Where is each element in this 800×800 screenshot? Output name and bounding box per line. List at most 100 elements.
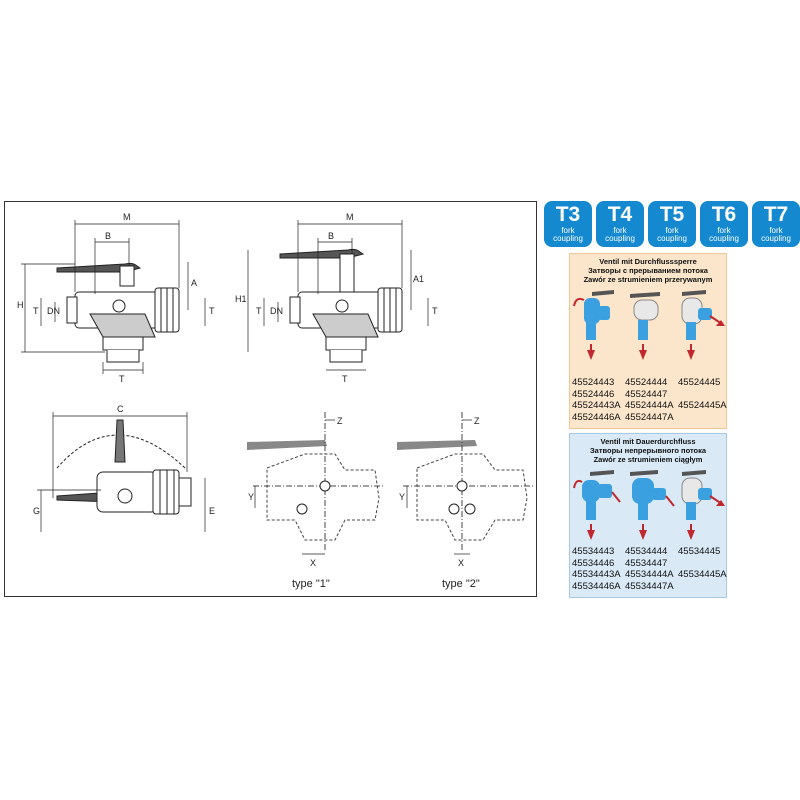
section-title-ru: Затворы с прерыванием потока <box>588 266 708 275</box>
type-2-schematic <box>397 412 533 555</box>
part-number: 45534443 <box>572 546 615 557</box>
dim-label-b-2: B <box>328 231 334 241</box>
section-header: Ventil mit Durchflusssperre Затворы с пр… <box>570 254 726 286</box>
dim-label-t-bottom-2: T <box>342 374 348 384</box>
technical-drawing: M B H A T DN T T M B H1 A1 T DN T T C G … <box>17 212 533 590</box>
badge-sub-2: coupling <box>657 234 687 243</box>
dim-label-x-2: X <box>458 558 464 568</box>
dim-label-m-2: M <box>346 212 354 222</box>
dim-label-t-right-2: T <box>432 306 438 316</box>
part-number: 45524444 <box>625 377 668 388</box>
badge-sub-1: fork <box>665 226 679 235</box>
dim-label-dn: DN <box>47 306 60 316</box>
dim-label-a: A <box>191 278 197 288</box>
part-number-column: 45524444 45524447 45524444A 45524447A <box>625 377 674 423</box>
caption-type-1: type "1" <box>292 578 330 590</box>
continuous-flow-section: Ventil mit Dauerdurchfluss Затворы непре… <box>569 433 727 598</box>
section-header: Ventil mit Dauerdurchfluss Затворы непре… <box>570 434 726 466</box>
part-number-column: 45534443 45534446 45534443A 45534446A <box>572 546 621 592</box>
part-number <box>678 389 727 401</box>
part-number: 45534446 <box>572 557 615 569</box>
valve-illustrations <box>570 286 726 360</box>
valve-side-view <box>37 412 206 532</box>
valve-flow-icon <box>630 292 660 360</box>
dim-label-t-left-2: T <box>256 306 262 316</box>
part-number: 45524446 <box>572 388 615 400</box>
type-1-schematic <box>247 412 385 555</box>
dim-label-h: H <box>17 300 24 310</box>
part-number: 45524443 <box>572 377 615 388</box>
dim-label-g: G <box>33 506 40 516</box>
section-title-de: Ventil mit Durchflusssperre <box>599 257 697 266</box>
valve-flow-icon <box>681 290 725 360</box>
section-title-de: Ventil mit Dauerdurchfluss <box>600 437 696 446</box>
dim-label-t-left: T <box>33 306 39 316</box>
section-title-pl: Zawór ze strumieniem przerywanym <box>583 275 713 284</box>
valve-illustrations <box>570 466 726 540</box>
badge-sub-1: fork <box>769 226 783 235</box>
dimension-lines-view-1 <box>21 220 206 374</box>
badge-t3: T3 fork coupling <box>544 201 592 247</box>
interrupted-flow-section: Ventil mit Durchflusssperre Затворы с пр… <box>569 253 727 429</box>
badge-sub-1: fork <box>613 226 627 235</box>
part-number: 45534444 <box>625 546 668 557</box>
dim-label-x: X <box>310 558 316 568</box>
badge-sub-2: coupling <box>709 234 739 243</box>
badge-code: T5 <box>659 203 685 226</box>
part-number: 45524447A <box>625 411 674 423</box>
dim-label-a1: A1 <box>413 274 424 284</box>
badge-sub-1: fork <box>561 226 575 235</box>
badge-t7: T7 fork coupling <box>752 201 800 247</box>
badge-code: T4 <box>607 203 633 226</box>
part-number: 45524445A <box>678 400 727 411</box>
badge-sub-2: coupling <box>605 234 635 243</box>
badge-sub-2: coupling <box>553 234 583 243</box>
dim-label-t-right: T <box>209 306 215 316</box>
technical-drawing-panel: M B H A T DN T T M B H1 A1 T DN T T C G … <box>4 201 537 597</box>
dim-label-y: Y <box>248 492 254 502</box>
part-number: 45534445 <box>678 546 721 557</box>
dim-label-y-2: Y <box>399 492 405 502</box>
part-number-column: 45524445 45524445A <box>678 377 727 412</box>
caption-type-2: type "2" <box>442 578 480 590</box>
dim-label-m: M <box>123 212 131 222</box>
part-number-column: 45524443 45524446 45524443A 45524446A <box>572 377 621 423</box>
part-number: 45524445 <box>678 377 721 388</box>
badge-t4: T4 fork coupling <box>596 201 644 247</box>
dim-label-c: C <box>117 404 124 414</box>
part-number: 45534446A <box>572 580 621 592</box>
valve-flow-icon <box>681 470 725 540</box>
part-number: 45524447 <box>625 388 668 400</box>
valve-flow-icon <box>573 470 621 540</box>
dim-label-z: Z <box>337 416 343 426</box>
badge-code: T3 <box>555 203 581 226</box>
part-number: 45524444A <box>625 400 674 411</box>
part-number: 45534444A <box>625 569 674 580</box>
badge-code: T6 <box>711 203 737 226</box>
valve-front-view-1 <box>56 262 180 363</box>
part-number: 45524446A <box>572 411 621 423</box>
badge-sub-1: fork <box>717 226 731 235</box>
valve-flow-icon <box>573 290 614 360</box>
part-number-column: 45534444 45534447 45534444A 45534447A <box>625 546 674 592</box>
part-number: 45524443A <box>572 400 621 411</box>
valve-flow-icon <box>630 470 675 540</box>
badge-t6: T6 fork coupling <box>700 201 748 247</box>
dim-label-z-2: Z <box>474 416 480 426</box>
part-number <box>678 558 727 570</box>
part-number: 45534447 <box>625 557 668 569</box>
part-number: 45534447A <box>625 580 674 592</box>
part-number-column: 45534445 45534445A <box>678 546 727 581</box>
part-number: 45534443A <box>572 569 621 580</box>
badge-sub-2: coupling <box>761 234 791 243</box>
dim-label-b: B <box>105 231 111 241</box>
badge-t5: T5 fork coupling <box>648 201 696 247</box>
section-title-pl: Zawór ze strumieniem ciągłym <box>593 455 703 464</box>
dim-label-h1: H1 <box>235 294 247 304</box>
dim-label-t-bottom: T <box>119 374 125 384</box>
badge-code: T7 <box>763 203 789 226</box>
dim-label-e: E <box>209 506 215 516</box>
part-number: 45534445A <box>678 569 727 580</box>
valve-front-view-2 <box>247 220 429 371</box>
section-title-ru: Затворы непрерывного потока <box>589 446 707 455</box>
